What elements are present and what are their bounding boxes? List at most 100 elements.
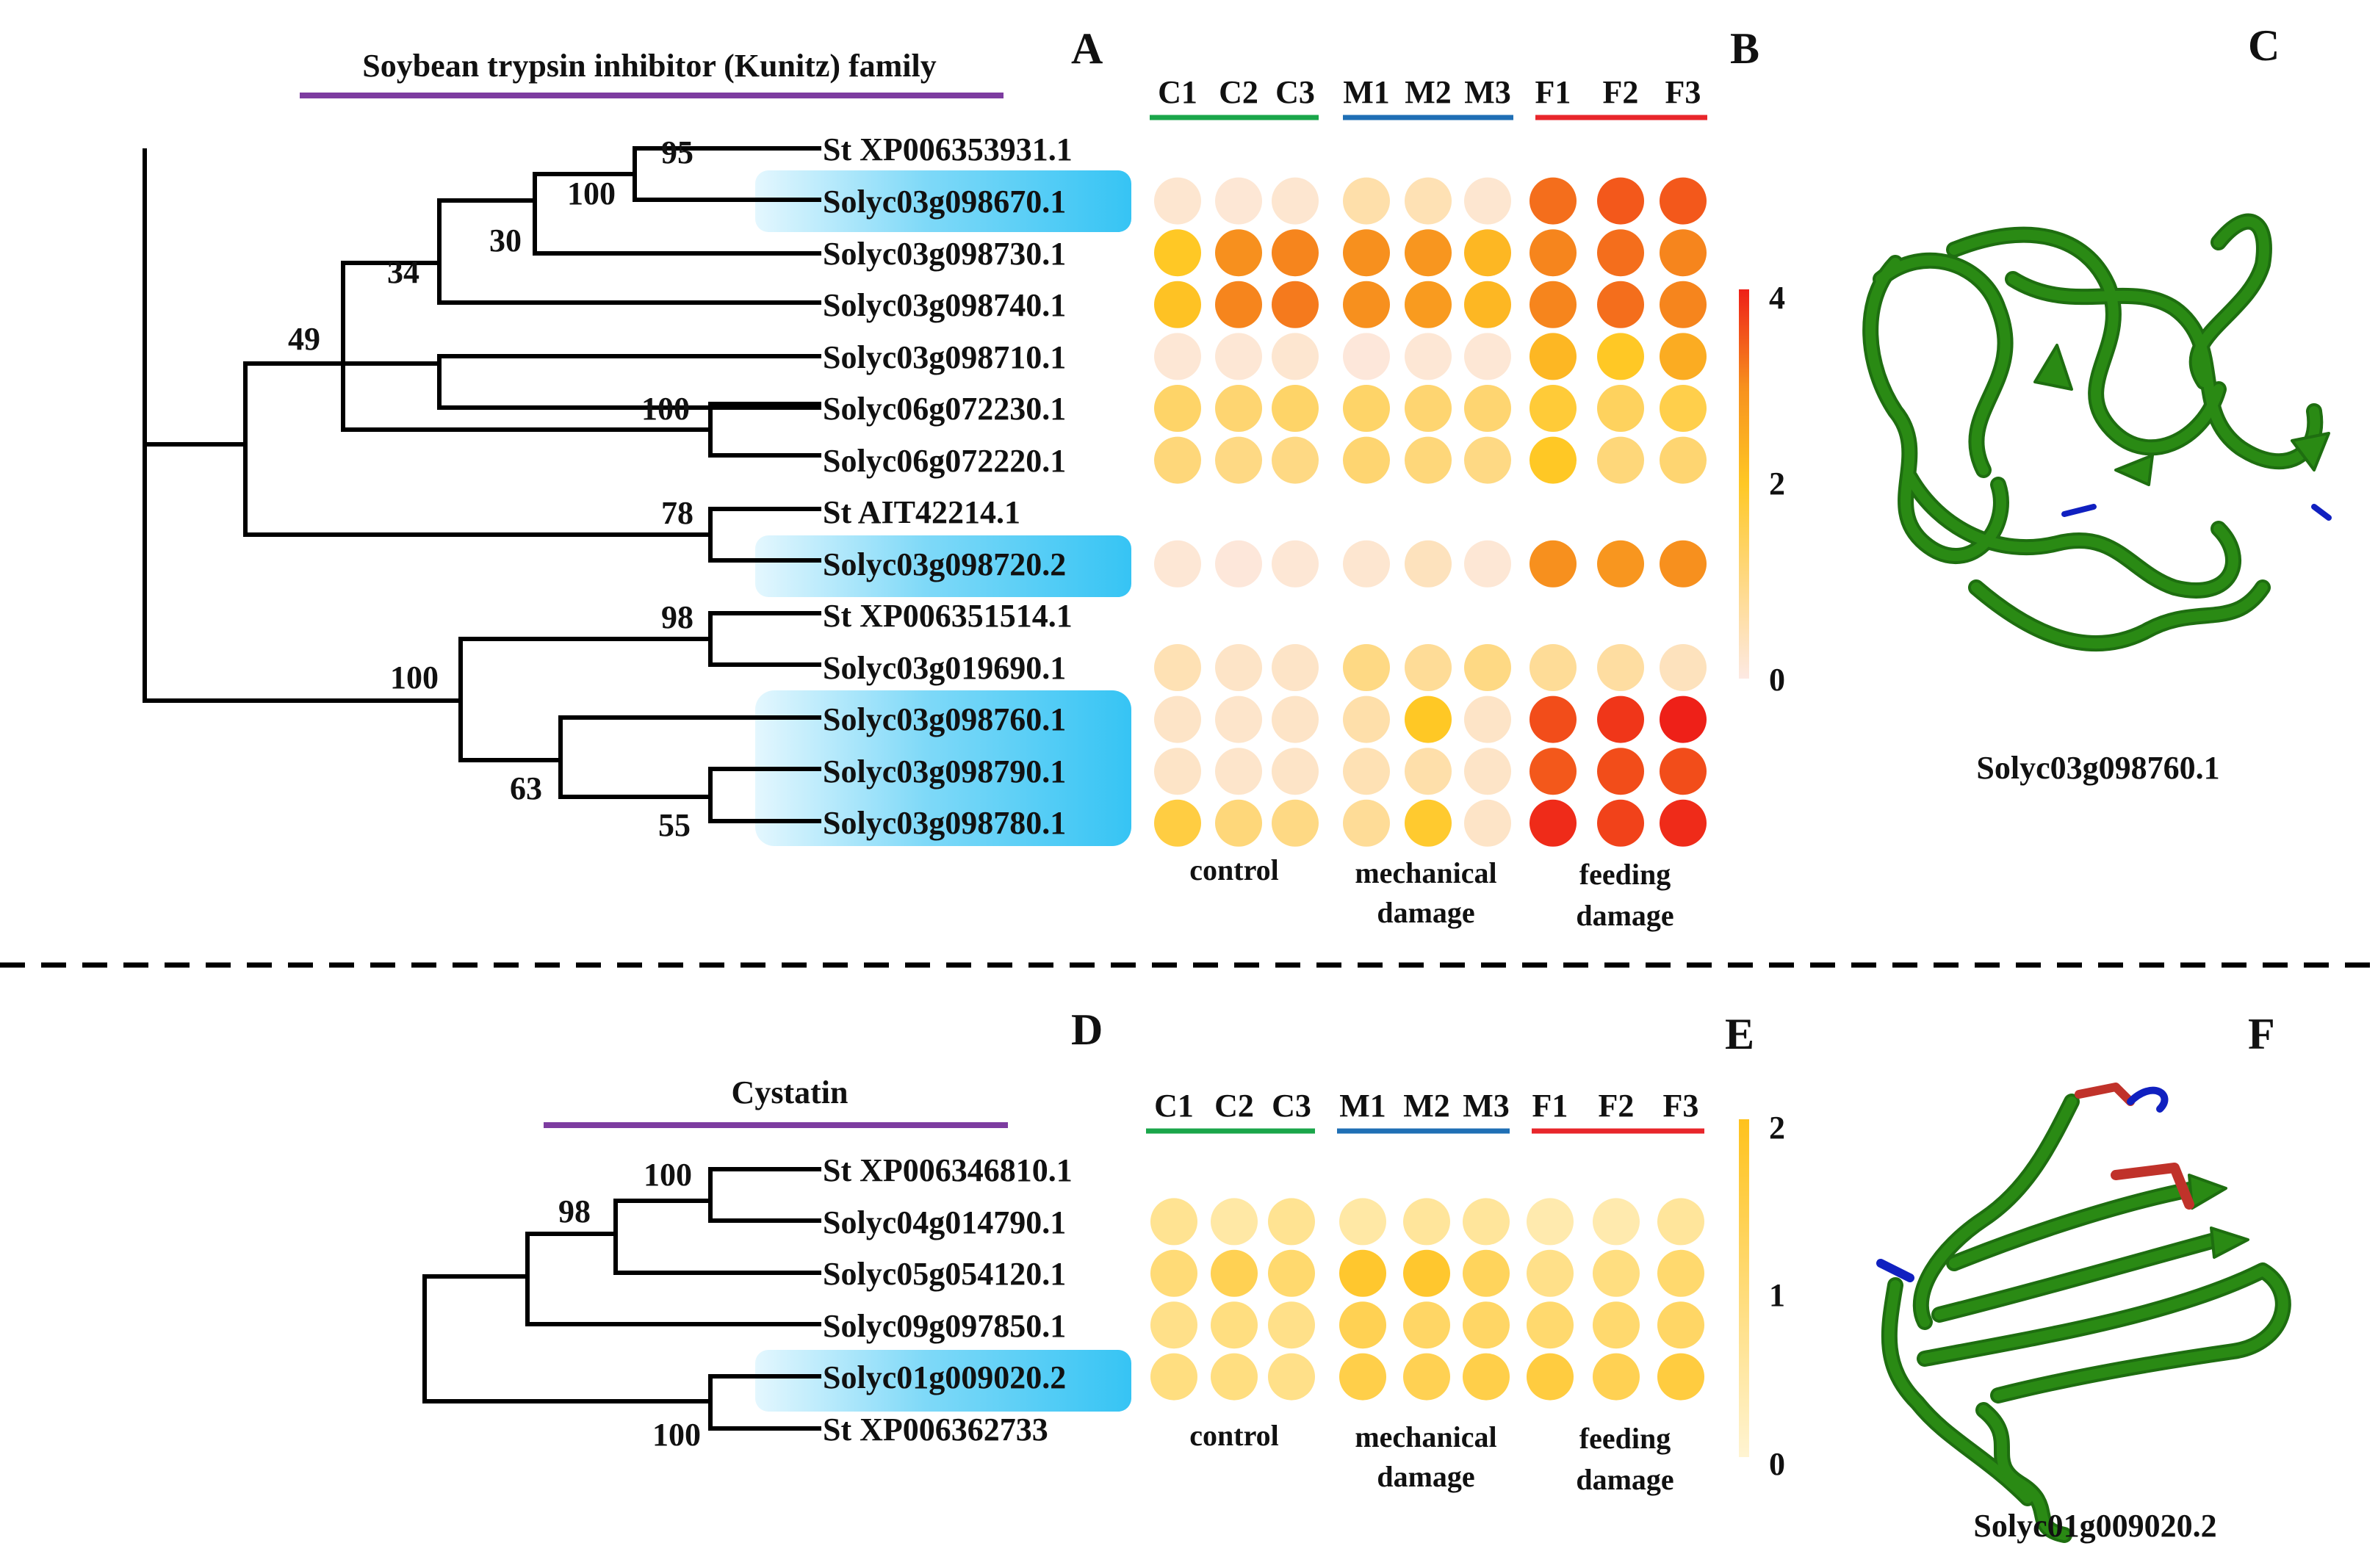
heatmap-cell <box>1215 229 1262 277</box>
heatmap-cell <box>1339 1249 1386 1297</box>
heatmap-cell <box>1530 696 1577 743</box>
heatmap-cell <box>1530 281 1577 328</box>
heatmap-cell <box>1530 799 1577 847</box>
heatmap-cell <box>1403 1198 1450 1246</box>
heatmap-cell <box>1530 333 1577 380</box>
heatmap-cell <box>1660 281 1707 328</box>
column-label: C2 <box>1219 74 1258 110</box>
heatmap-cell <box>1211 1353 1258 1401</box>
group-label: mechanical <box>1355 856 1496 889</box>
gene-label: St AIT42214.1 <box>823 494 1020 530</box>
kunitz-heatmap <box>1154 177 1707 847</box>
heatmap-cell <box>1597 333 1644 380</box>
kunitz-gene-labels: St XP006353931.1 Solyc03g098670.1 Solyc0… <box>823 131 1073 841</box>
gene-label: Solyc03g098740.1 <box>823 287 1066 323</box>
heatmap-cell <box>1215 748 1262 795</box>
heatmap-cell <box>1527 1301 1574 1349</box>
heatmap-cell <box>1154 540 1201 588</box>
legend-tick: 4 <box>1769 280 1785 316</box>
heatmap-cell <box>1660 748 1707 795</box>
gene-label: St XP006351514.1 <box>823 598 1073 634</box>
column-label: C3 <box>1272 1088 1311 1124</box>
structure-label: Solyc01g009020.2 <box>1973 1508 2216 1544</box>
bootstrap-value: 95 <box>661 134 693 170</box>
bootstrap-value: 100 <box>567 176 616 212</box>
heatmap-cell <box>1272 177 1319 225</box>
gene-label: Solyc03g098780.1 <box>823 805 1066 841</box>
heatmap-cell <box>1272 644 1319 691</box>
heatmap-cell <box>1343 540 1390 588</box>
heatmap-cell <box>1597 436 1644 484</box>
heatmap-cell <box>1464 229 1511 277</box>
heatmap-cell <box>1343 333 1390 380</box>
tree-branch <box>458 611 821 667</box>
cystatin-family-title: Cystatin <box>732 1074 848 1110</box>
heatmap-cell <box>1339 1198 1386 1246</box>
bootstrap-value: 63 <box>510 770 542 806</box>
column-label: M3 <box>1464 74 1511 110</box>
heatmap-cell <box>1527 1249 1574 1297</box>
group-label: damage <box>1576 899 1673 932</box>
tree-branch <box>437 198 821 305</box>
heatmap-cell <box>1530 540 1577 588</box>
heatmap-cell <box>1597 644 1644 691</box>
heatmap-cell <box>1150 1301 1197 1349</box>
column-label: M1 <box>1343 74 1390 110</box>
heatmap-cell <box>1343 696 1390 743</box>
heatmap-cell <box>1597 229 1644 277</box>
heatmap-cell <box>1463 1198 1510 1246</box>
kunitz-family-title: Soybean trypsin inhibitor (Kunitz) famil… <box>362 48 937 84</box>
gene-label: Solyc03g098670.1 <box>823 184 1066 220</box>
heatmap-cell <box>1405 436 1452 484</box>
heatmap-cell <box>1464 696 1511 743</box>
group-label: feeding <box>1579 858 1671 891</box>
heatmap-cell <box>1154 436 1201 484</box>
bootstrap-value: 98 <box>661 599 693 635</box>
heatmap-cell <box>1272 696 1319 743</box>
tree-branch <box>243 361 713 537</box>
legend-tick: 0 <box>1769 662 1785 698</box>
heatmap-cell <box>1405 540 1452 588</box>
heatmap-cell <box>1464 436 1511 484</box>
tree-branch <box>633 146 821 202</box>
heatmap-cell <box>1268 1198 1315 1246</box>
legend-tick: 1 <box>1769 1277 1785 1313</box>
heatmap-cell <box>1660 436 1707 484</box>
heatmap-cell <box>1150 1353 1197 1401</box>
heatmap-cell <box>1154 385 1201 432</box>
gene-label: Solyc03g098790.1 <box>823 754 1066 790</box>
gene-label: Solyc01g009020.2 <box>823 1359 1066 1395</box>
heatmap-cell <box>1339 1301 1386 1349</box>
heatmap-cell <box>1272 333 1319 380</box>
heatmap-cell <box>1268 1353 1315 1401</box>
structure-label: Solyc03g098760.1 <box>1976 750 2219 786</box>
column-label: F1 <box>1532 1088 1568 1124</box>
heatmap-cell <box>1154 177 1201 225</box>
heatmap-cell <box>1593 1353 1640 1401</box>
group-label: feeding <box>1579 1422 1671 1455</box>
heatmap-cell <box>1660 333 1707 380</box>
heatmap-cell <box>1657 1301 1704 1349</box>
tree-branch <box>558 767 821 823</box>
gene-label: Solyc09g097850.1 <box>823 1308 1066 1344</box>
gene-label: St XP006362733 <box>823 1412 1048 1448</box>
group-label: damage <box>1377 1460 1474 1493</box>
heatmap-cell <box>1597 799 1644 847</box>
bootstrap-value: 34 <box>387 254 419 290</box>
column-label: F3 <box>1663 1088 1699 1124</box>
tree-branch <box>708 402 821 458</box>
heatmap-cell <box>1597 540 1644 588</box>
color-scale-bar <box>1739 1119 1749 1457</box>
heatmap-cell <box>1272 436 1319 484</box>
group-label: control <box>1189 853 1278 886</box>
heatmap-cell <box>1272 748 1319 795</box>
gene-label: Solyc03g098730.1 <box>823 236 1066 272</box>
heatmap-cell <box>1154 644 1201 691</box>
bootstrap-value: 30 <box>489 223 522 259</box>
heatmap-cell <box>1272 799 1319 847</box>
gene-label: Solyc03g098720.2 <box>823 546 1066 582</box>
heatmap-cell <box>1272 385 1319 432</box>
heatmap-cell <box>1597 281 1644 328</box>
heatmap-cell <box>1215 385 1262 432</box>
heatmap-cell <box>1272 229 1319 277</box>
